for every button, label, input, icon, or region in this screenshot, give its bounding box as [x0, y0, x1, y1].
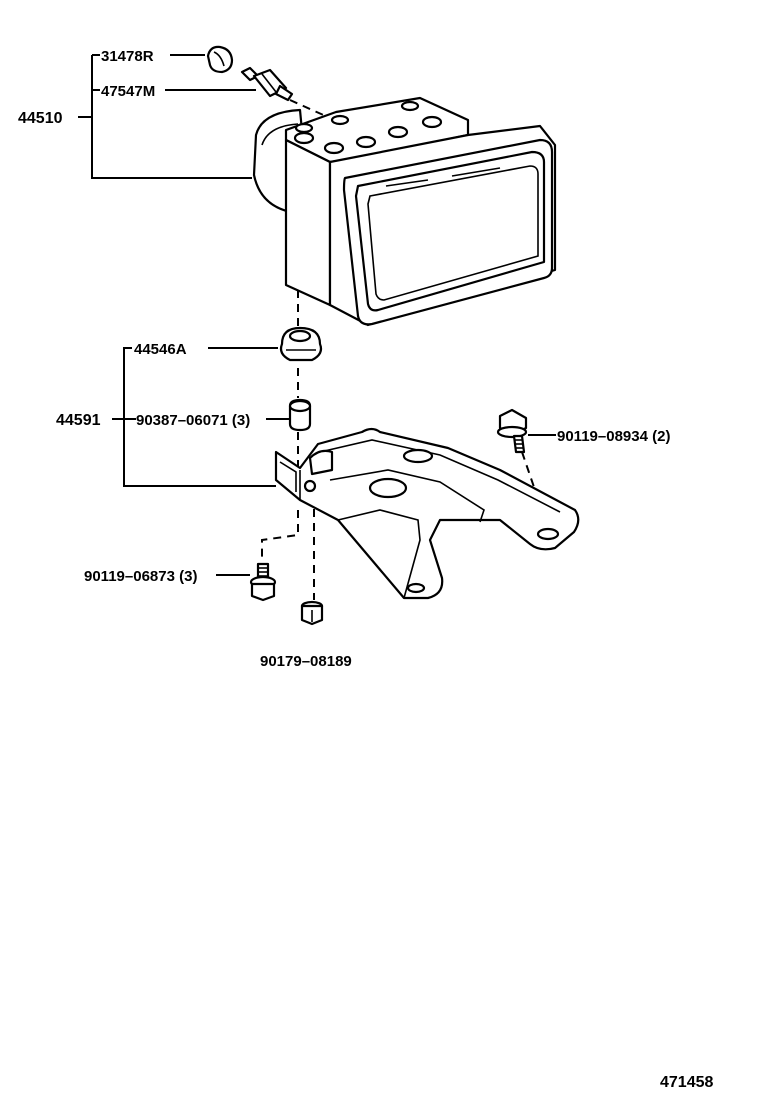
label-90387-06071: 90387–06071 (3)	[136, 412, 250, 429]
label-90119-06873: 90119–06873 (3)	[84, 568, 197, 585]
bracket-44591	[274, 427, 580, 600]
part-labels: 31478R 47547M 44510 44546A 44591 90387–0…	[18, 48, 713, 1091]
bolt-90119-08934	[496, 408, 528, 454]
label-47547m: 47547M	[101, 83, 155, 100]
diagram-number: 471458	[660, 1074, 713, 1091]
bolt-90119-06873	[249, 562, 277, 602]
label-31478r: 31478R	[101, 48, 154, 65]
label-44546a: 44546A	[134, 341, 187, 358]
abs-actuator-44510	[252, 96, 557, 327]
cap-31478r	[206, 45, 234, 74]
label-44591: 44591	[56, 412, 101, 429]
label-44510: 44510	[18, 110, 63, 127]
collar-90387	[288, 398, 312, 432]
label-90119-08934: 90119–08934 (2)	[557, 428, 670, 445]
grommet-44546a	[279, 326, 323, 362]
label-90179-08189: 90179–08189	[260, 653, 352, 670]
nut-90179-08189	[300, 600, 324, 626]
leader-lines	[78, 54, 556, 600]
sensor-47547m	[240, 66, 294, 102]
top-bosses	[293, 100, 443, 155]
